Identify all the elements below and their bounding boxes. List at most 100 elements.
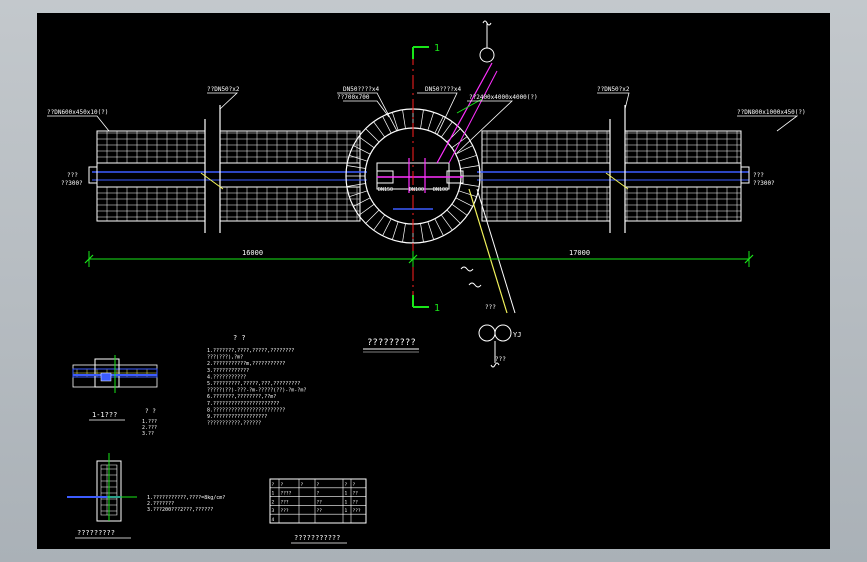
table-cell: 4 [272, 517, 275, 523]
valve-label-1: DN50????x4 [343, 86, 380, 93]
dimension-left: 16000 [242, 249, 263, 257]
svg-text:1: 1 [434, 43, 440, 54]
table-cell: 1 [345, 491, 348, 497]
table-cell: 3 [272, 508, 275, 514]
plan-view: 1 1 YJ ??? ??? [47, 20, 806, 368]
well-spoke [460, 165, 480, 169]
section-note: 2.??? [142, 425, 157, 431]
well-spoke [349, 190, 368, 198]
well-spoke [373, 121, 386, 138]
section-notes-title: ? ? [145, 408, 156, 415]
notes-title: ? ? [233, 334, 246, 342]
well-spoke [446, 209, 461, 224]
table-cell: ???? [281, 491, 292, 497]
well-spoke [402, 223, 406, 243]
well-spoke [427, 221, 435, 240]
note-line: 1.???????,????,?????,???????? [207, 348, 294, 354]
well-spoke [373, 214, 386, 231]
well-spoke [346, 165, 366, 169]
table-cell: ?? [317, 499, 323, 505]
right-end-cap [740, 166, 750, 184]
table-header-cell: ? [345, 482, 348, 488]
note-line: ?????(??)-???-?m-?????(??)-?m-?m? [207, 388, 306, 394]
well-spoke [440, 121, 453, 138]
table-cell: ?? [317, 508, 323, 514]
well-spoke [427, 112, 435, 131]
dimension-right: 17000 [569, 249, 590, 257]
plan-title: ????????? [363, 338, 419, 353]
pipe-line-label: ??? [485, 304, 496, 311]
well-spoke [434, 218, 444, 236]
well-spoke [460, 183, 480, 187]
well-spoke [455, 145, 473, 155]
table-cell: ??? [281, 499, 289, 505]
well-spoke [458, 190, 477, 198]
well-spoke [358, 136, 375, 149]
section-mark-bottom: 1 [412, 295, 440, 314]
drawing-canvas: 1 1 YJ ??? ??? [47, 20, 806, 544]
note-line: 7.?????????????????????? [207, 401, 279, 407]
valve-label-2: DN50????x4 [425, 86, 462, 93]
equipment-label: YJ [513, 331, 521, 339]
well-spoke [353, 145, 371, 155]
well-spoke [455, 197, 473, 207]
inner-label: DN100 [409, 187, 424, 193]
pipe-line-label: ??? [495, 356, 506, 363]
left-end-cap [88, 166, 98, 184]
well-spoke [440, 214, 453, 231]
table-title: ??????????? [294, 534, 340, 542]
table-header-cell: ? [281, 482, 284, 488]
well-spoke [349, 154, 368, 162]
table-cell: ? [317, 491, 320, 497]
well-spoke [451, 203, 468, 216]
detail-note: 3.???200???2???,?????? [147, 507, 213, 513]
flow-label: ??2400x4000x4000(?) [469, 94, 538, 101]
well-spoke [458, 154, 477, 162]
note-line: 2.???????????m,??????????? [207, 361, 285, 367]
well-spoke [358, 203, 375, 216]
well-label: ??700x700 [337, 94, 370, 101]
well-spoke [420, 223, 424, 243]
table-cell: 1 [345, 499, 348, 505]
table-header-cell: ? [301, 482, 304, 488]
right-end-label-2: ??300? [753, 180, 775, 187]
left-end-label: ??? [67, 172, 78, 179]
table-header-cell: ? [353, 482, 356, 488]
note-line: 4.??????????? [207, 374, 246, 380]
table-cell: ?? [353, 491, 359, 497]
notes-block: ? ? 1.???????,????,?????,???????? ???(??… [207, 334, 306, 427]
well-spoke [382, 218, 392, 236]
table-cell: ?? [353, 499, 359, 505]
table-cell: 1 [272, 491, 275, 497]
left-pipe-section [92, 105, 367, 233]
table-header-cell: ? [317, 482, 320, 488]
material-table: ??????1?????1??2?????1??3?????1???4 ????… [269, 478, 367, 544]
leader-lines [47, 92, 799, 154]
section-title: 1-1??? [92, 411, 117, 419]
note-line: ???(???),?m? [207, 355, 243, 361]
well-spoke [346, 183, 366, 187]
note-line: 3.???????????? [207, 368, 249, 374]
cad-drawing-sheet: 1 1 YJ ??? ??? [37, 13, 830, 549]
table-cell: ??? [353, 508, 361, 514]
feed-line-top [436, 20, 498, 164]
right-pipe-label: ??DN800x1000x450(?) [737, 109, 806, 116]
note-line: 8.???????????????????????? [207, 407, 285, 413]
table-cell: 2 [272, 499, 275, 505]
left-pipe-label: ??DN600x450x10(?) [47, 109, 108, 116]
left-end-label-2: ??300? [61, 180, 83, 187]
inner-label: DN150 [378, 187, 393, 193]
table-cell: ??? [281, 508, 289, 514]
inner-label: DN100 [433, 187, 448, 193]
section-mark-top: 1 [412, 43, 440, 59]
feed-line-bottom: YJ ??? ??? [460, 188, 521, 368]
detail-note: 1.???????????,????=8kg/cm? [147, 495, 225, 501]
well-spoke [382, 116, 392, 134]
note-line: 9.?????????????????? [207, 414, 267, 420]
note-line: 5.?????????,?????,???,????????? [207, 381, 300, 387]
section-view: 1-1??? ? ? 1.??? 2.??? 3.?? [72, 355, 158, 437]
well-spoke [365, 128, 380, 143]
section-note: 3.?? [142, 431, 154, 437]
svg-text:1: 1 [434, 303, 440, 314]
right-pipe-section [477, 105, 749, 233]
